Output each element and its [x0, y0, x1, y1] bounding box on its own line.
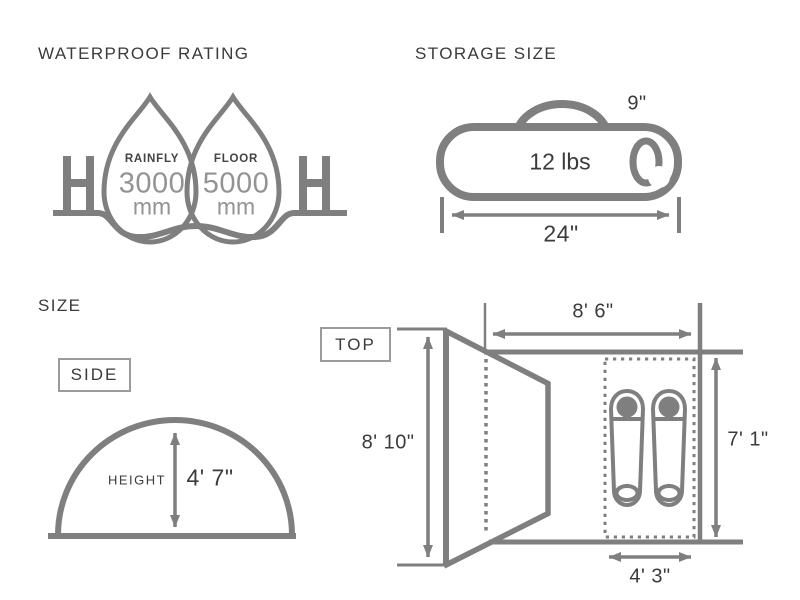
storage-duffel-icon [436, 100, 682, 233]
bag-head [658, 396, 680, 418]
sleeping-bag-icon [650, 388, 688, 508]
duffel-handle-icon [513, 100, 611, 133]
length-extension-bars [440, 197, 681, 233]
floor-rating-value: 5000 [202, 167, 270, 200]
bag-weight-value: 12 lbs [529, 148, 591, 175]
floor-drop-icon [184, 92, 282, 245]
sleeping-bag-icon [608, 388, 646, 508]
rainfly-drop-icon [101, 92, 199, 245]
right-post-icon [299, 156, 330, 212]
bag-head [616, 396, 638, 418]
rainfly-rating-value: 3000 [118, 167, 186, 200]
storage-section-title: STORAGE SIZE [415, 44, 558, 63]
total-width-value: 8' 10" [361, 431, 415, 454]
inner-length-value: 7' 1" [727, 428, 769, 451]
waterproof-drops-icon [53, 92, 347, 245]
body-length-value: 8' 6" [572, 300, 614, 323]
bag-outline [608, 388, 646, 508]
floor-label: FLOOR [213, 153, 259, 165]
size-section-title: SIZE [38, 296, 82, 315]
duffel-endcap-icon [629, 137, 663, 187]
width-extension-ticks [397, 327, 447, 567]
left-post-icon [63, 156, 94, 212]
side-view-badge: SIDE [58, 358, 131, 392]
top-view-badge: TOP [320, 327, 391, 362]
bag-foot [656, 484, 682, 502]
rainfly-rating-unit: mm [132, 193, 172, 220]
top-view-floorplan-icon [397, 303, 743, 569]
bag-outline [650, 388, 688, 508]
floor-rating-unit: mm [216, 193, 256, 220]
endcap-highlight [648, 166, 670, 188]
sleeping-width-value: 4' 3" [629, 565, 671, 588]
waterproof-section-title: WATERPROOF RATING [38, 44, 250, 63]
rainfly-label: RAINFLY [124, 153, 180, 165]
duffel-body-icon [436, 123, 682, 201]
dome-arc [55, 417, 295, 536]
sleeping-area-dotted-rect [603, 357, 696, 539]
height-caption: HEIGHT [107, 472, 167, 488]
bag-length-value: 24" [543, 220, 579, 247]
bag-foot [614, 484, 640, 502]
vestibule-slants [442, 327, 551, 569]
handle-width-value: 9" [627, 92, 647, 115]
height-value: 4' 7" [186, 464, 234, 491]
side-view-dome-icon [48, 417, 296, 539]
